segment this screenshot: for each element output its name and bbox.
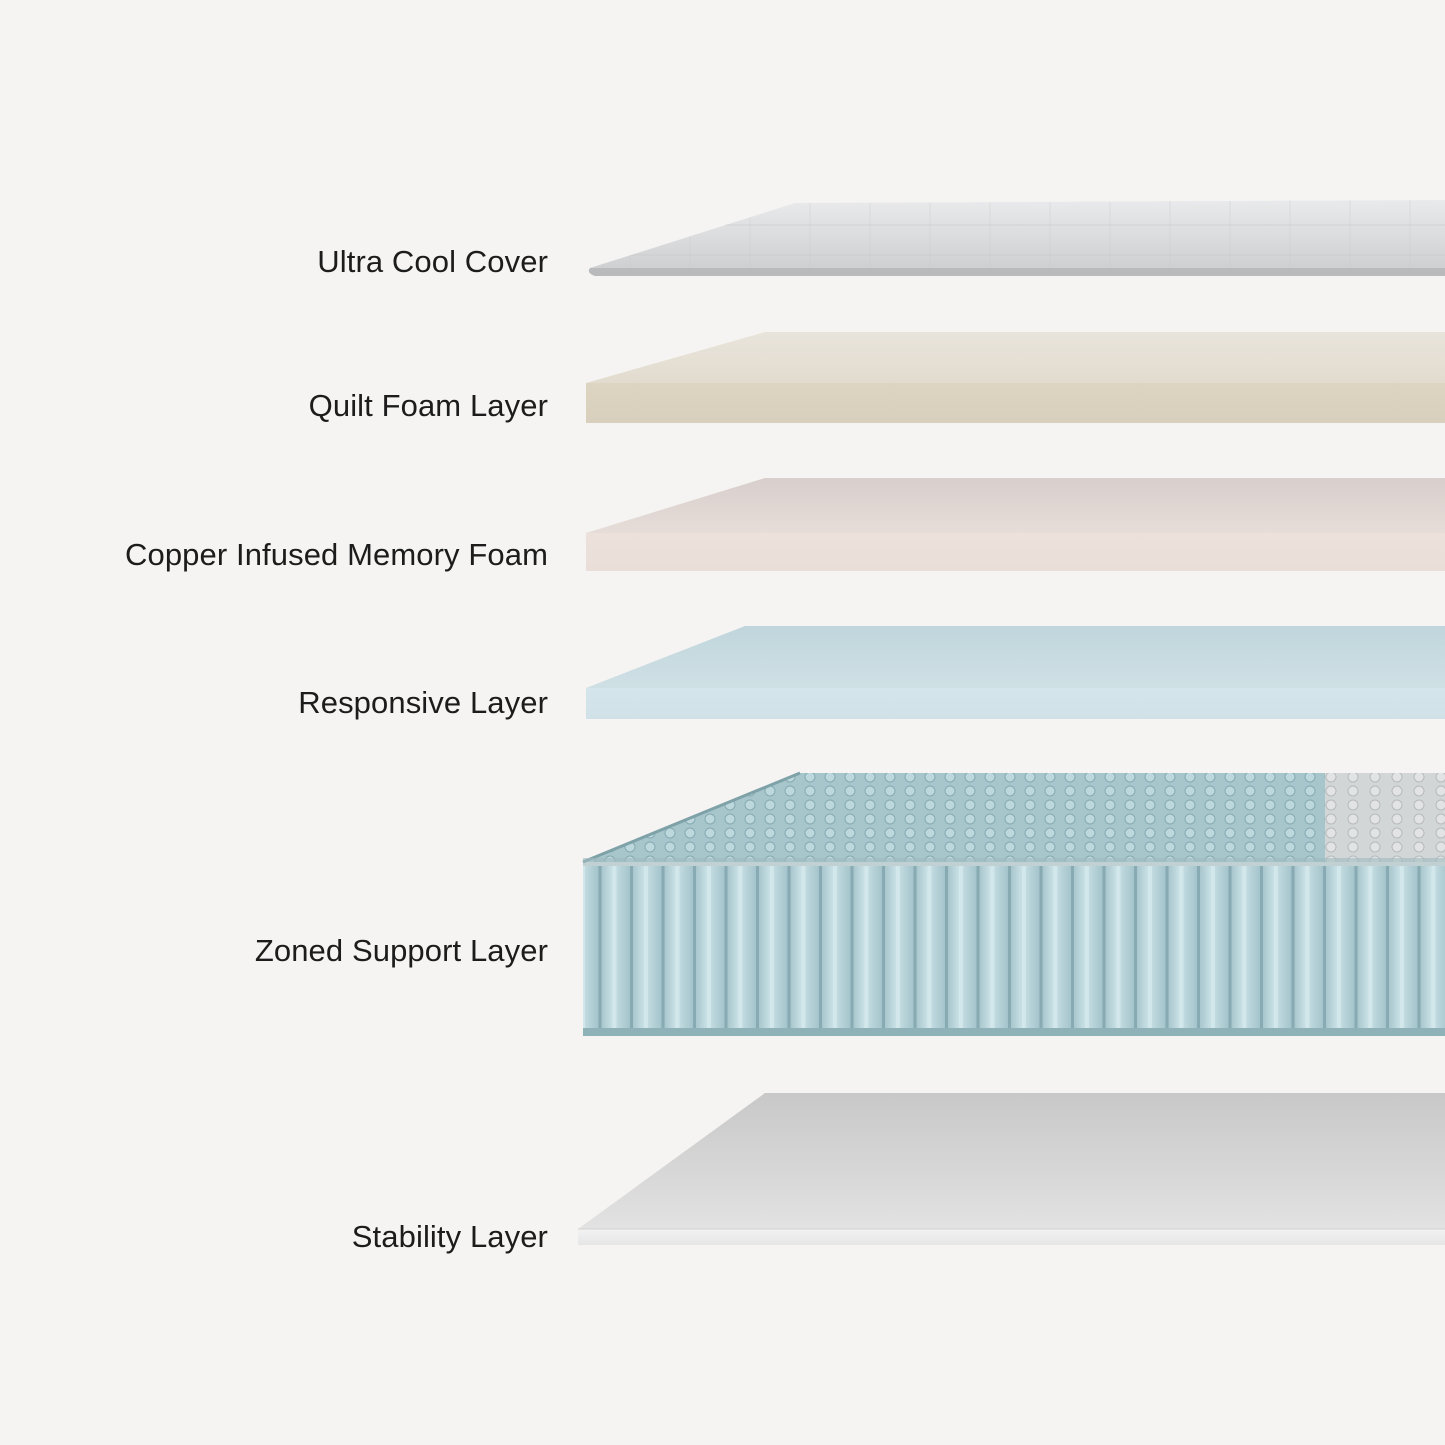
responsive-layer [586, 626, 1445, 719]
layer-label-responsive: Responsive Layer [298, 685, 548, 720]
layer-label-zoned-support: Zoned Support Layer [254, 933, 548, 968]
layer-label-quilt-foam: Quilt Foam Layer [308, 388, 548, 423]
layer-label-stability: Stability Layer [351, 1219, 548, 1254]
layer-label-copper-memory-foam: Copper Infused Memory Foam [125, 537, 548, 572]
zoned-support-layer [582, 771, 1445, 1036]
copper-foam-layer [586, 478, 1445, 571]
stability-layer [578, 1093, 1445, 1245]
layer-label-ultra-cool-cover: Ultra Cool Cover [317, 244, 548, 279]
quilt-foam-layer [586, 332, 1445, 423]
cover-layer [588, 200, 1445, 276]
